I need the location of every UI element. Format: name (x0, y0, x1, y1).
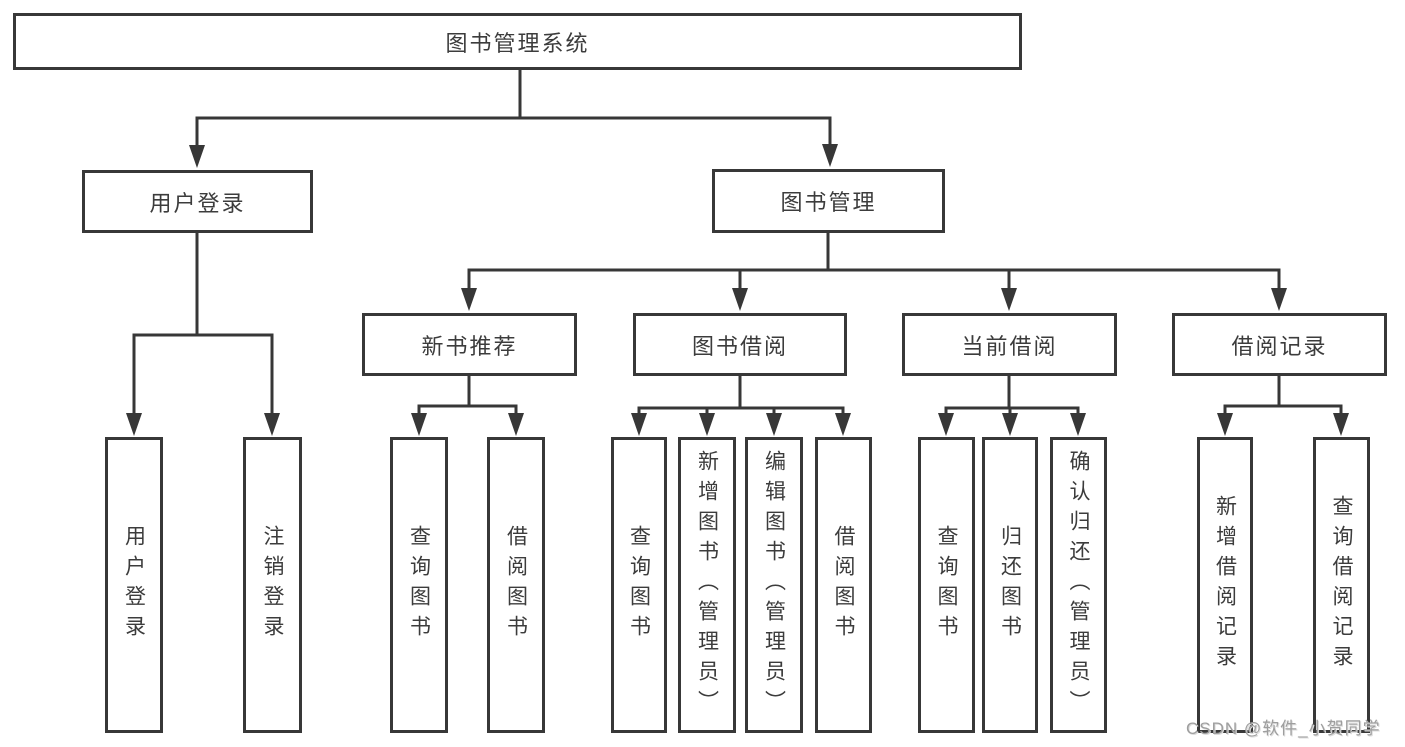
arrow-head (1002, 413, 1018, 436)
node-new-book-recommend: 新书推荐 (362, 313, 577, 376)
leaf-add-borrow-record-label: 新增借阅记录 (1213, 495, 1237, 675)
watermark: CSDN @软件_小贺同学 (1186, 719, 1381, 738)
arrow-head (732, 288, 748, 311)
node-borrow-record-label: 借阅记录 (1231, 333, 1328, 359)
arrow-head (938, 413, 954, 436)
connector-new-book-to-leaves (417, 374, 518, 418)
arrow-head (189, 145, 205, 168)
leaf-query-book-recommend: 查询图书 (390, 437, 448, 733)
node-book-management: 图书管理 (712, 169, 945, 233)
connector-root-to-level2 (195, 68, 832, 150)
node-book-borrow-label: 图书借阅 (691, 333, 788, 359)
leaf-borrow-book-recommend-label: 借阅图书 (504, 525, 528, 645)
arrow-head (822, 144, 838, 167)
leaf-logout-login: 注销登录 (243, 437, 302, 733)
leaf-add-borrow-record: 新增借阅记录 (1197, 437, 1253, 733)
leaf-query-borrow-record-label: 查询借阅记录 (1330, 495, 1353, 675)
arrow-head (508, 413, 524, 436)
arrow-head (1001, 288, 1017, 311)
node-new-book-recommend-label: 新书推荐 (421, 333, 518, 359)
leaf-return-book: 归还图书 (982, 437, 1038, 733)
node-root: 图书管理系统 (13, 13, 1022, 70)
connector-user-login-to-leaves (132, 231, 274, 418)
leaf-confirm-return-admin-label: 确认归还（管理员） (1067, 450, 1090, 720)
leaf-user-login-label: 用户登录 (122, 525, 146, 645)
arrow-head (1271, 288, 1287, 311)
connector-borrow-record-to-leaves (1223, 374, 1343, 418)
leaf-confirm-return-admin: 确认归还（管理员） (1050, 437, 1107, 733)
connector-book-management-to-level3 (467, 231, 1281, 293)
arrow-head (631, 413, 647, 436)
leaf-user-login: 用户登录 (105, 437, 163, 733)
node-book-borrow: 图书借阅 (633, 313, 847, 376)
leaf-borrow-book: 借阅图书 (815, 437, 872, 733)
node-current-borrow: 当前借阅 (902, 313, 1117, 376)
node-book-management-label: 图书管理 (780, 190, 877, 215)
leaf-query-book-borrow: 查询图书 (611, 437, 667, 733)
connector-current-borrow-to-leaves (944, 374, 1080, 419)
arrow-head (1070, 413, 1086, 436)
arrow-head (461, 288, 477, 311)
leaf-borrow-book-label: 借阅图书 (832, 525, 855, 645)
leaf-query-borrow-record: 查询借阅记录 (1313, 437, 1370, 733)
arrow-head (1217, 413, 1233, 436)
node-user-login-label: 用户登录 (149, 190, 246, 216)
leaf-return-book-label: 归还图书 (998, 525, 1022, 645)
arrow-head (1333, 413, 1349, 436)
arrow-head (835, 413, 851, 436)
arrow-head (126, 413, 142, 436)
leaf-query-book-current-label: 查询图书 (935, 525, 958, 645)
leaf-edit-book-admin: 编辑图书（管理员） (745, 437, 803, 733)
node-current-borrow-label: 当前借阅 (961, 333, 1058, 359)
leaf-logout-login-label: 注销登录 (261, 525, 284, 645)
arrow-head (264, 413, 280, 436)
leaf-edit-book-admin-label: 编辑图书（管理员） (762, 450, 786, 720)
leaf-query-book-recommend-label: 查询图书 (407, 525, 431, 645)
node-borrow-record: 借阅记录 (1172, 313, 1387, 376)
leaf-query-book-current: 查询图书 (918, 437, 975, 733)
arrow-head (411, 413, 427, 436)
node-user-login: 用户登录 (82, 170, 313, 233)
leaf-query-book-borrow-label: 查询图书 (627, 525, 651, 645)
arrow-head (766, 413, 782, 436)
leaf-add-book-admin: 新增图书（管理员） (678, 437, 736, 733)
connector-book-borrow-to-leaves (637, 374, 845, 419)
leaf-borrow-book-recommend: 借阅图书 (487, 437, 545, 733)
leaf-add-book-admin-label: 新增图书（管理员） (695, 450, 719, 720)
arrow-head (699, 413, 715, 436)
node-root-label: 图书管理系统 (445, 30, 590, 56)
